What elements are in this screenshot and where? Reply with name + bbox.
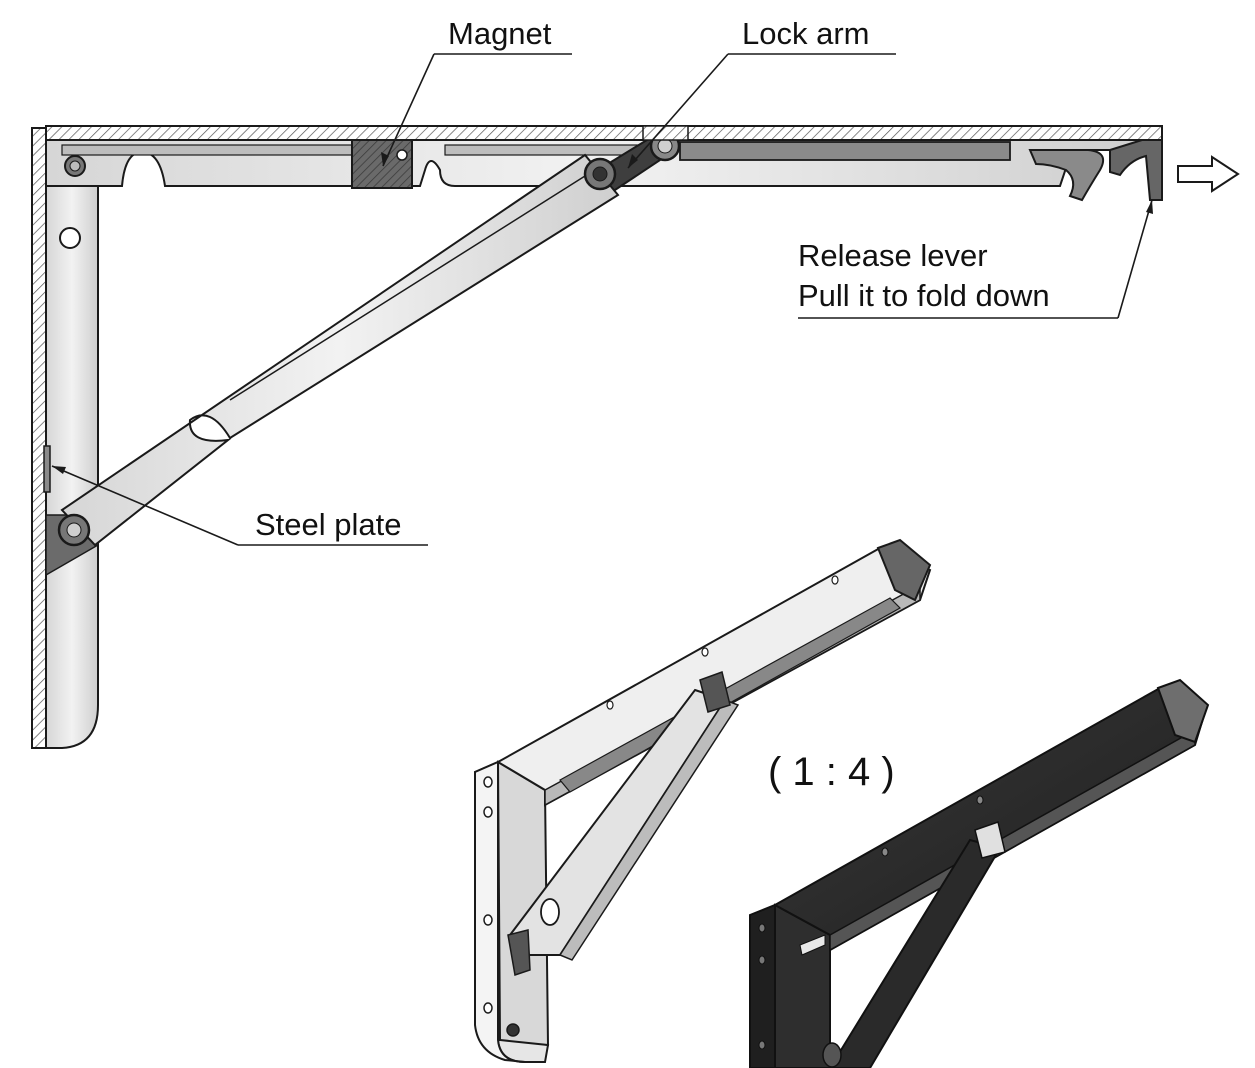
black-top-arm-channel: [829, 728, 1196, 952]
release-lever-label-line1: Release lever: [798, 238, 988, 273]
scale-label: ( 1 : 4 ): [768, 750, 895, 794]
silver-hole-3: [483, 914, 493, 926]
silver-arm-hole-3: [606, 700, 614, 710]
black-clip: [799, 934, 826, 956]
black-bracket-3d: [749, 678, 1210, 1068]
lock-pivot-core: [657, 138, 673, 154]
release-lever-arrowhead: [1146, 200, 1153, 214]
diagonal-strut: [60, 153, 620, 547]
lock-slide: [679, 141, 1011, 161]
black-vertical-plate: [749, 903, 776, 1068]
steel-plate-arrowhead: [52, 466, 66, 474]
silver-arm-hole-2: [701, 647, 709, 657]
steel-plate-label: Steel plate: [255, 507, 402, 542]
magnet-block: [351, 139, 413, 189]
wall-section: [31, 127, 47, 749]
black-strut-hole: [822, 1042, 842, 1068]
lock-arm-leader: [627, 53, 729, 169]
leg-hole: [59, 227, 81, 249]
strut-edge: [229, 175, 586, 401]
silver-foot-screw: [506, 1023, 520, 1037]
black-hole-2: [758, 955, 766, 965]
silver-vertical-edge: [474, 760, 526, 1063]
steel-plate: [43, 445, 51, 493]
release-lever-leader: [1117, 199, 1153, 319]
silver-slide: [559, 597, 901, 793]
silver-strut-edge: [558, 699, 740, 961]
silver-hole-2: [483, 806, 493, 818]
magnet-leader: [382, 53, 435, 167]
silver-knee-lock: [699, 671, 731, 713]
black-arm-hole-2: [881, 847, 889, 857]
release-lever-handle: [1109, 139, 1163, 201]
silver-end-cap: [876, 538, 932, 602]
rail-slot-2: [444, 144, 641, 156]
release-lever-label-line2: Pull it to fold down: [798, 278, 1050, 313]
silver-hole-4: [483, 1002, 493, 1014]
vertical-leg: [45, 139, 99, 749]
black-top-arm: [772, 686, 1207, 952]
pull-arrow-icon: [1177, 155, 1240, 193]
black-arm-hole-1: [976, 795, 984, 805]
black-knee-lock: [974, 821, 1006, 859]
lock-arm-label: Lock arm: [742, 16, 869, 51]
silver-bracket-3d: [473, 538, 932, 1063]
magnet-pin: [396, 149, 408, 161]
magnet-label: Magnet: [448, 16, 552, 51]
table-top-section: [45, 125, 1163, 141]
silver-lower-lock: [507, 929, 531, 976]
steel-plate-leader: [51, 465, 239, 546]
corner-pivot-core: [69, 160, 81, 172]
silver-arm-hole-1: [831, 575, 839, 585]
lock-arm-arrowhead: [628, 154, 638, 168]
knee-pivot-core: [592, 166, 608, 182]
lock-housing: [642, 125, 689, 141]
magnet-arrowhead: [381, 152, 389, 166]
release-lever-hook: [1028, 149, 1104, 202]
black-end-cap: [1156, 678, 1210, 744]
silver-hole-1: [483, 776, 493, 788]
black-hole-1: [758, 923, 766, 933]
black-hole-3: [758, 1040, 766, 1050]
silver-strut-hole: [540, 898, 560, 926]
lower-pivot-core: [66, 522, 82, 538]
annotations: Magnet Lock arm Release lever Pull it to…: [51, 16, 1153, 794]
section-view: [31, 125, 1240, 749]
rail-slot: [61, 144, 353, 156]
